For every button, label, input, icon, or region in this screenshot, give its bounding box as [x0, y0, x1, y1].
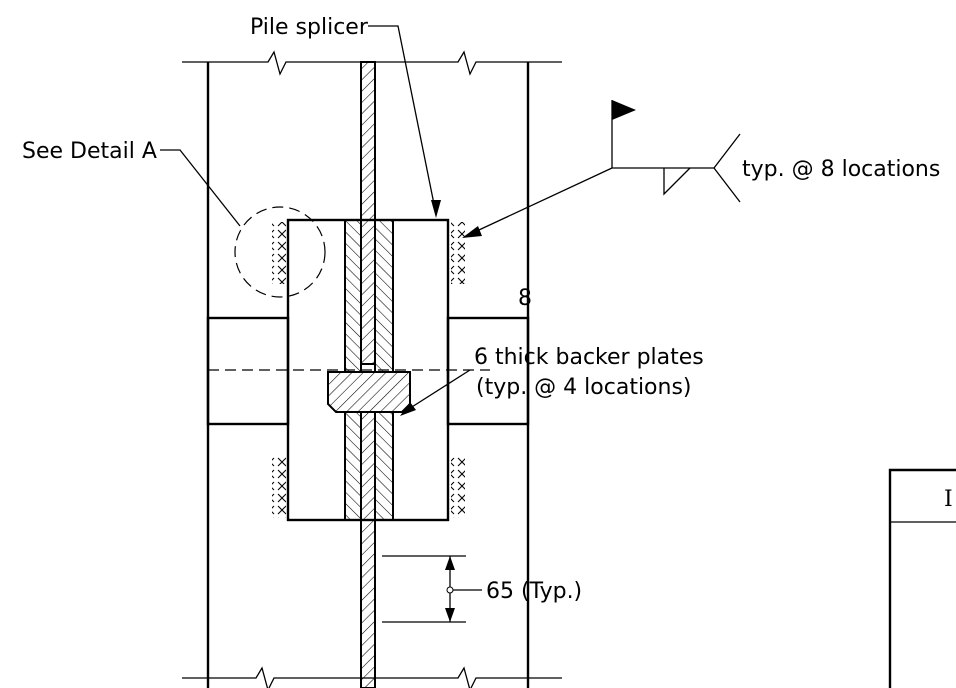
see-detail-label: See Detail A: [22, 139, 157, 164]
backer-plate-leader: [403, 369, 471, 413]
weld-upper-right: [451, 222, 465, 284]
backer-plate-label-line2: (typ. @ 4 locations): [476, 375, 692, 400]
pile-web-upper: [360, 61, 376, 365]
backer-plate-lower-left: [344, 411, 362, 521]
pile-web-lower: [360, 411, 376, 688]
weld-upper-left: [272, 222, 286, 284]
partial-table: [888, 468, 956, 688]
left-flange-stub: [206, 316, 290, 426]
detail-a-circle: [234, 206, 326, 298]
weld-lower-left: [272, 456, 286, 518]
backer-plate-upper-right: [374, 219, 394, 373]
weld-lower-right: [451, 456, 465, 518]
weld-note-label: typ. @ 8 locations: [742, 157, 940, 182]
weld-symbol: [462, 100, 741, 238]
table-header-fragment: I: [944, 487, 953, 512]
spacing-dimension: [382, 555, 482, 623]
backer-plate-arrowhead: [400, 402, 416, 416]
see-detail-leader: [160, 149, 241, 227]
spacing-dimension-label: 65 (Typ.): [486, 579, 582, 604]
backer-plate-label-line1: 6 thick backer plates: [474, 345, 704, 370]
pile-splicer-label: Pile splicer: [250, 15, 369, 40]
pile-splicer-arrowhead: [431, 200, 441, 218]
backer-plate-upper-left: [344, 219, 362, 373]
backer-plate-lower-right: [374, 411, 394, 521]
weld-size-label: 8: [518, 286, 532, 311]
splice-center-block: [327, 371, 411, 413]
pile-splicer-leader: [368, 25, 437, 215]
